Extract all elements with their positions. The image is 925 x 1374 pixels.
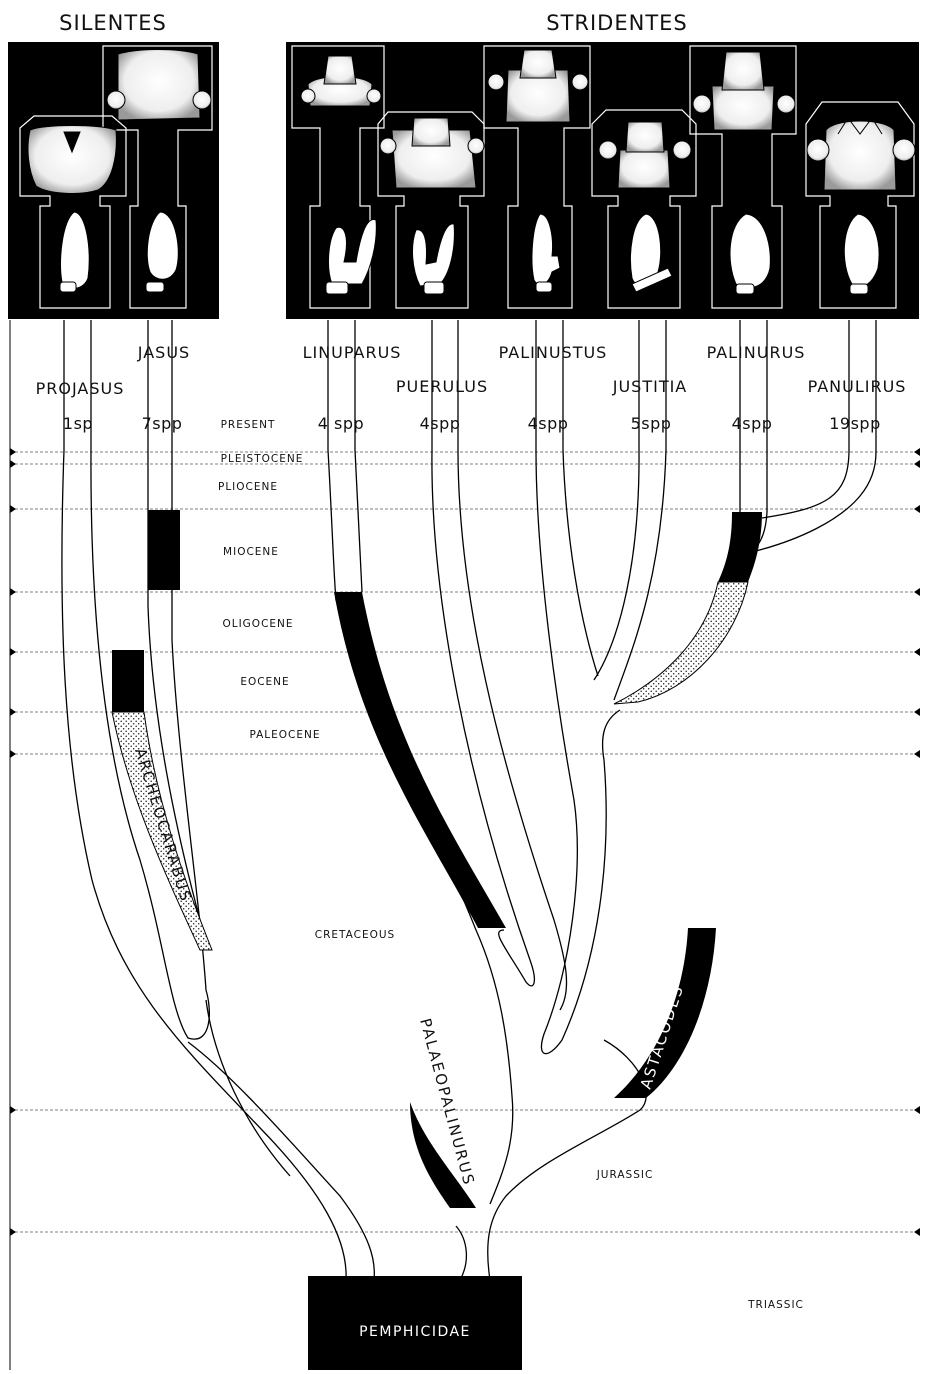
count-ticks <box>64 400 876 410</box>
group-title-stridentes: STRIDENTES <box>546 11 688 35</box>
genus-species-count: 19spp <box>829 414 881 433</box>
genus-name: LINUPARUS <box>303 343 402 362</box>
genus-name: PUERULUS <box>396 377 488 396</box>
period-cretaceous: CRETACEOUS <box>315 929 395 941</box>
fossil-record-solid <box>112 510 762 1208</box>
fossil-genus-labels: ARCHEOCARABUS PALAEOPALINURUS ASTACODES <box>131 746 687 1188</box>
period-oligocene: OLIGOCENE <box>222 618 293 630</box>
genus-species-count: 1sp <box>63 414 93 433</box>
period-labels: PRESENT PLEISTOCENE PLIOCENE MIOCENE OLI… <box>218 419 804 1311</box>
period-jurassic: JURASSIC <box>596 1169 654 1181</box>
fossil-record-stippled <box>112 582 748 950</box>
genus-name: PROJASUS <box>36 379 125 398</box>
ancestor-label: PEMPHICIDAE <box>359 1324 471 1340</box>
era-boundaries <box>10 452 920 1232</box>
ancestor-box <box>308 1276 522 1370</box>
period-eocene: EOCENE <box>240 676 289 688</box>
jasus-miocene-record <box>148 510 180 590</box>
genus-species-count: 5spp <box>631 414 672 433</box>
period-pleistocene: PLEISTOCENE <box>221 453 304 465</box>
period-pliocene: PLIOCENE <box>218 481 278 493</box>
era-markers <box>10 448 920 1236</box>
period-present: PRESENT <box>221 419 276 431</box>
genus-name: JASUS <box>137 343 190 362</box>
period-paleocene: PALEOCENE <box>249 729 320 741</box>
genus-labels: PROJASUS 1sp JASUS 7spp LINUPARUS 4 spp … <box>36 343 907 433</box>
genus-name: PALINUSTUS <box>499 343 608 362</box>
genus-species-count: 7spp <box>142 414 183 433</box>
fossil-label-archeocarabus: ARCHEOCARABUS <box>131 746 195 905</box>
lineage-branches <box>62 320 876 1280</box>
linuparus-oligocene-cretaceous-record <box>334 592 506 928</box>
genus-species-count: 4spp <box>732 414 773 433</box>
genus-species-count: 4spp <box>420 414 461 433</box>
genus-species-count: 4 spp <box>318 414 364 433</box>
period-miocene: MIOCENE <box>223 546 279 558</box>
genus-name: PANULIRUS <box>808 377 907 396</box>
palinurus-miocene-record <box>718 512 762 582</box>
genus-species-count: 4spp <box>528 414 569 433</box>
genus-name: JUSTITIA <box>612 377 688 396</box>
genus-name: PALINURUS <box>707 343 806 362</box>
group-title-silentes: SILENTES <box>59 11 167 35</box>
archeocarabus-eocene-record <box>112 650 144 712</box>
period-triassic: TRIASSIC <box>747 1299 804 1311</box>
